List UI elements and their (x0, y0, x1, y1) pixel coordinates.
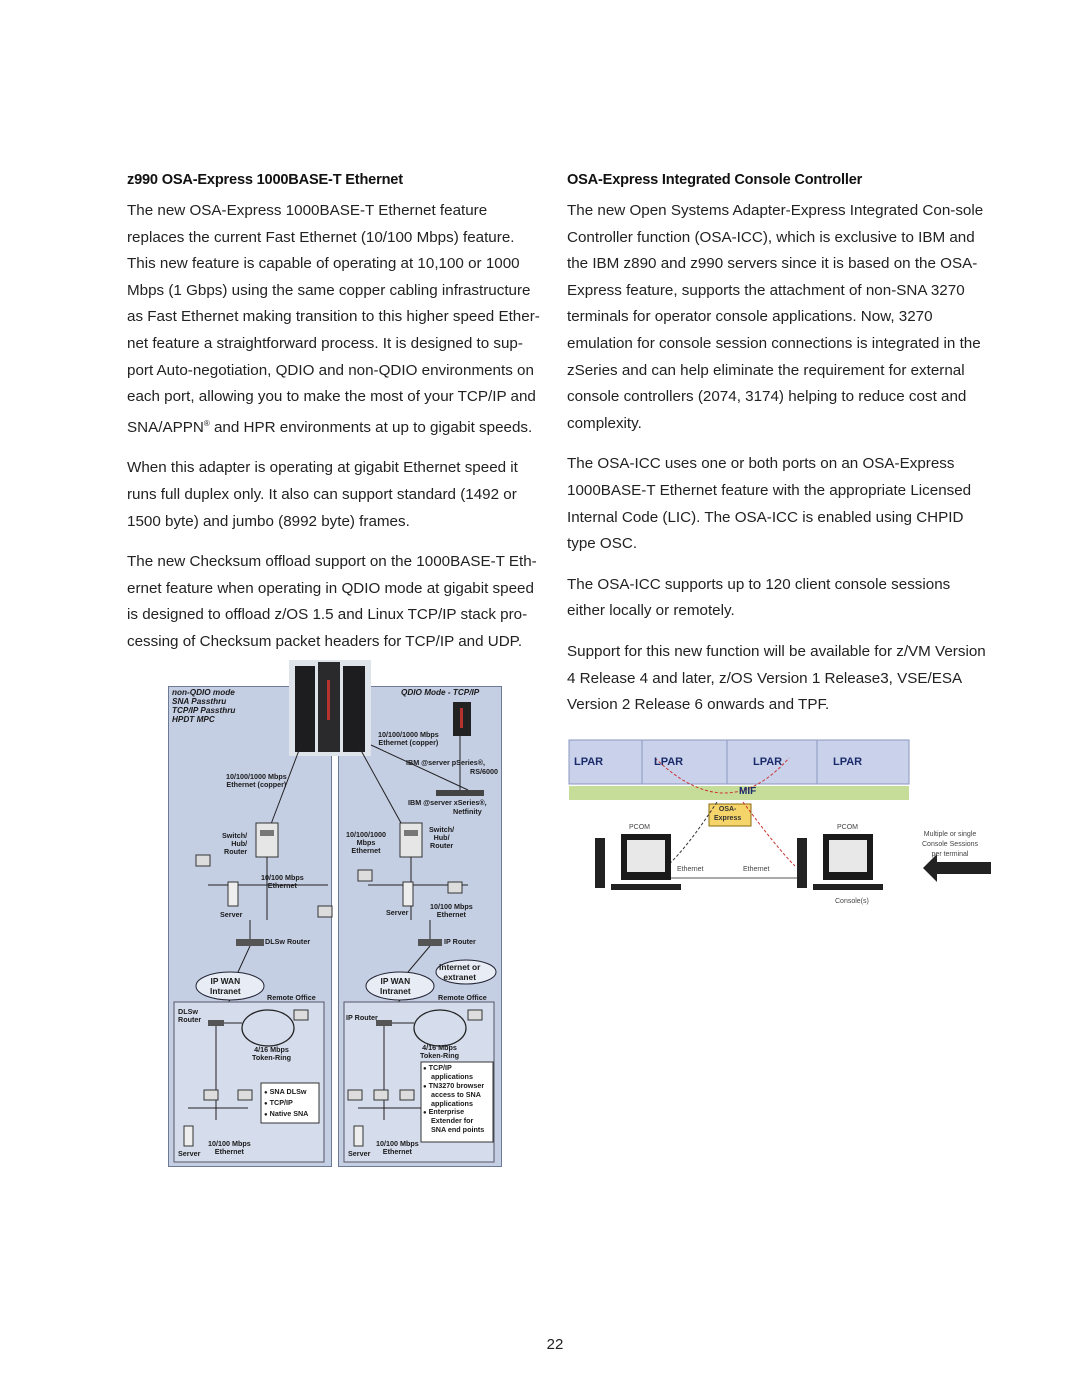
p1-text-b: and HPR environments at up to gigabit sp… (209, 418, 533, 436)
switch-label-right: Switch/Hub/Router (429, 825, 455, 851)
internet-cloud (435, 959, 497, 985)
server-left-label: Server (220, 910, 243, 919)
lpar-label-1: LPAR (574, 756, 604, 768)
p1-text-a: The new OSA-Express 1000BASE-T Ethernet … (127, 202, 540, 436)
paragraph-osa-icc-ports: The OSA-ICC uses one or both ports on an… (567, 455, 972, 553)
switch-icon-right (399, 822, 423, 858)
dlsw-router-label: DLSw Router (265, 937, 311, 946)
ip-router-icon (418, 939, 442, 946)
legend-right: TCP/IP applications TN3270 browser acces… (423, 1063, 485, 1134)
mainframe-icon (289, 660, 371, 756)
lpar-label-4: LPAR (833, 756, 863, 768)
registered-mark: ® (203, 418, 210, 428)
console-terminal-right (797, 834, 883, 890)
arrow-icon (923, 854, 991, 882)
lpar-band (568, 739, 910, 785)
pcom-left-label: PCOM (629, 824, 650, 831)
paragraph-osa-icc-intro: The new Open Systems Adapter-Express Int… (567, 202, 984, 432)
server-br-label: Server (348, 1149, 371, 1158)
server-icon (227, 881, 239, 907)
workstation-icon (195, 854, 211, 867)
osa-icc-diagram: LPAR LPAR LPAR LPAR MIF OSA-Express PCOM… (567, 738, 992, 913)
mode-label-right: QDIO Mode - TCP/IP (401, 688, 480, 697)
rs6000-label: RS/6000 (470, 767, 498, 776)
consoles-label: Console(s) (835, 898, 869, 905)
server-tower-icon (453, 702, 471, 736)
xseries-label: IBM @server xSeries®, (408, 798, 487, 807)
ethernet-left-label: Ethernet (677, 866, 704, 873)
osa-express-label: OSA-Express (714, 806, 742, 822)
paragraph-osa-icc-support: Support for this new function will be av… (567, 642, 986, 714)
paragraph-osa-icc-sessions: The OSA-ICC supports up to 120 client co… (567, 575, 951, 620)
dlsw-router-icon (236, 939, 264, 946)
legend-box-right (420, 1061, 494, 1143)
paragraph-checksum-offload: The new Checksum offload support on the … (127, 553, 537, 650)
left-column: z990 OSA-Express 1000BASE-T Ethernet The… (127, 172, 547, 670)
paragraph-gigabit-duplex: When this adapter is operating at gigabi… (127, 459, 518, 530)
pcom-right-label: PCOM (837, 824, 858, 831)
pseries-label: IBM @server pSeries®, (406, 758, 486, 767)
lpar-label-2: LPAR (654, 756, 684, 768)
lpar-label-3: LPAR (753, 756, 783, 768)
ip-router-bottom-label: IP Router (346, 1013, 378, 1022)
workstation-icon (357, 869, 373, 882)
ip-router-top-label: IP Router (444, 937, 476, 946)
mif-label: MIF (739, 786, 757, 797)
remote-office-right-label: Remote Office (438, 993, 487, 1002)
page-number: 22 (546, 1336, 564, 1353)
xseries-rack-icon (436, 790, 484, 796)
switch-label-left: Switch/Hub/Router (222, 831, 248, 857)
server-bl-label: Server (178, 1149, 201, 1158)
server-icon (402, 881, 414, 907)
console-terminal-left (595, 834, 681, 890)
workstation-icon (447, 881, 463, 894)
paragraph-1000base-t-intro: The new OSA-Express 1000BASE-T Ethernet … (127, 198, 547, 441)
workstation-icon (317, 905, 333, 918)
token-ring-left (241, 1009, 295, 1047)
netfinity-label: Netfinity (453, 807, 482, 816)
remote-office-left-label: Remote Office (267, 993, 316, 1002)
section-heading-1000base-t: z990 OSA-Express 1000BASE-T Ethernet (127, 172, 403, 188)
server-right-label: Server (386, 908, 409, 917)
osa-express-box (708, 803, 752, 827)
remote-office-panel-left (173, 1001, 325, 1163)
token-ring-right (413, 1009, 467, 1047)
section-heading-osa-icc: OSA-Express Integrated Console Controlle… (567, 172, 863, 188)
mif-bar (569, 786, 909, 800)
legend-left: SNA DLSwTCP/IPNative SNA (264, 1087, 309, 1120)
osa-icc-graphics (568, 739, 991, 890)
switch-icon-left (255, 822, 279, 858)
ethernet-right-label: Ethernet (743, 866, 770, 873)
right-column: OSA-Express Integrated Console Controlle… (567, 172, 987, 733)
